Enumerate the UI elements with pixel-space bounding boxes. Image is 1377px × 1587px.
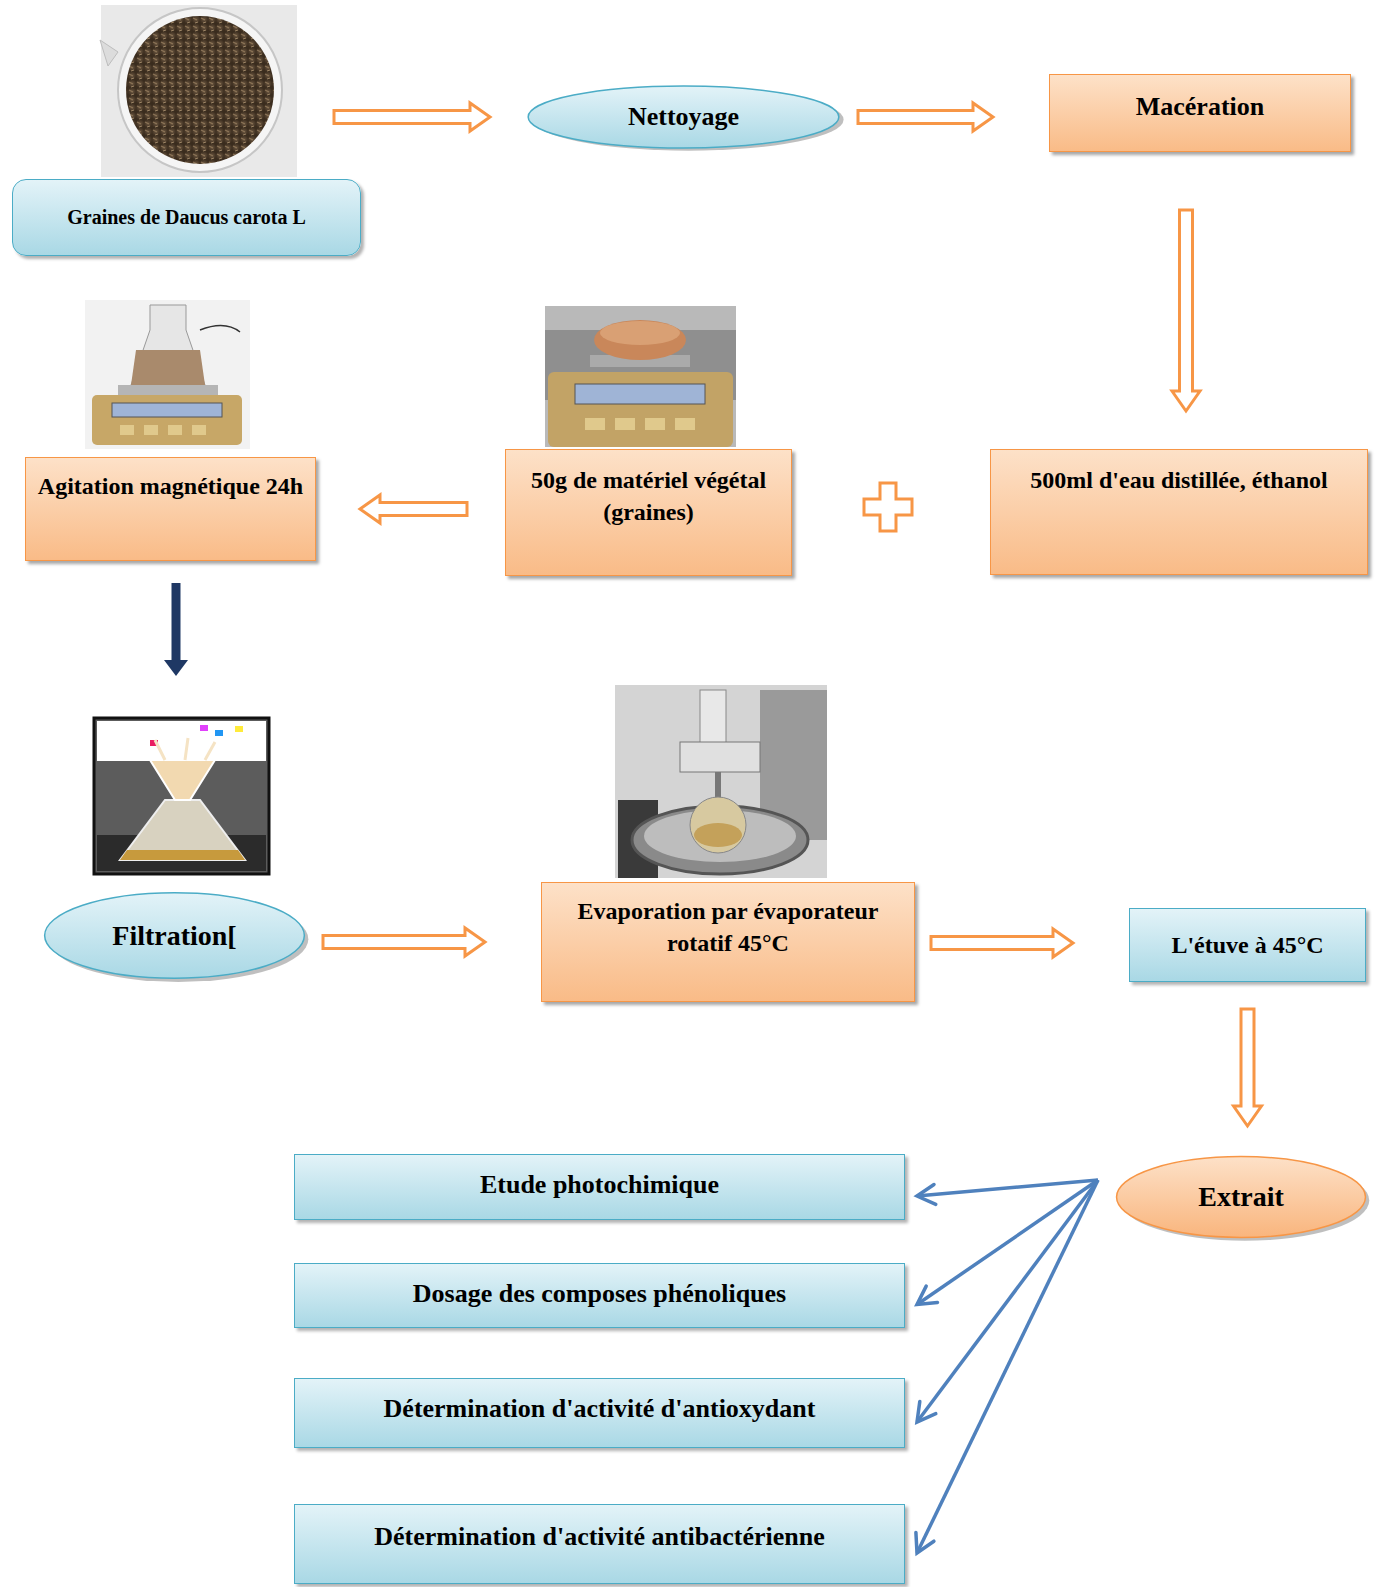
filtration-photo-part	[120, 850, 245, 860]
filtration-photo-part	[94, 718, 269, 874]
block-arrow	[1234, 1009, 1262, 1126]
node-text: Graines de Daucus carota L	[67, 204, 306, 231]
arrow-shaft	[917, 1180, 1098, 1553]
node-text: Nettoyage	[628, 99, 739, 134]
arrow-head	[917, 1402, 936, 1422]
block-arrow	[323, 928, 485, 956]
stirrer-photo-part	[85, 300, 250, 449]
scale-photo-part	[645, 418, 665, 430]
ellipse-fill	[45, 893, 305, 979]
analysis-box: Dosage des composes phénoliques	[294, 1263, 905, 1328]
stirrer-photo-part	[144, 425, 158, 435]
process-box: Evaporation par évaporateur rotatif 45°C	[541, 882, 915, 1002]
arrow-shaft	[917, 1180, 1098, 1305]
block-arrow	[858, 103, 993, 131]
arrow-head	[916, 1532, 934, 1553]
seed-photo-part	[126, 16, 274, 164]
analysis-box: Détermination d'activité d'antioxydant	[294, 1378, 905, 1448]
scale-photo	[545, 306, 736, 447]
arrow-head	[164, 660, 188, 676]
node-text: Détermination d'activité d'antioxydant	[384, 1391, 816, 1426]
filtration-photo-part	[120, 800, 245, 860]
block-arrow	[1172, 210, 1200, 411]
scale-photo-part	[594, 320, 686, 360]
stirrer-photo-part	[120, 425, 134, 435]
node-text: Extrait	[1198, 1178, 1284, 1216]
node-text: 50g de matériel végétal (graines)	[514, 464, 783, 529]
node-text: Macération	[1136, 89, 1265, 124]
arrow-shaft	[172, 583, 181, 662]
node-text: Agitation magnétique 24h	[38, 470, 303, 502]
node-text: Détermination d'activité antibactérienne	[374, 1519, 825, 1554]
stirrer-photo-part	[131, 350, 205, 385]
stirrer-photo-part	[200, 325, 240, 332]
block-arrow	[360, 495, 467, 523]
filtration-photo-part	[215, 730, 223, 736]
block-arrow	[334, 103, 490, 131]
filtration-photo	[94, 718, 269, 874]
scale-photo-part	[585, 418, 605, 430]
node-text: 500ml d'eau distillée, éthanol	[1030, 464, 1327, 496]
process-box: 500ml d'eau distillée, éthanol	[990, 449, 1368, 575]
stirrer-photo-part	[168, 425, 182, 435]
arrow-head	[917, 1286, 938, 1304]
stirrer-photo-part	[131, 305, 205, 385]
scale-photo-part	[545, 306, 736, 447]
arrow-shaft	[917, 1180, 1098, 1196]
stirrer-photo-part	[118, 385, 218, 395]
node-text: L'étuve à 45°C	[1171, 929, 1323, 961]
scale-photo-part	[615, 418, 635, 430]
seed-photo-part	[100, 40, 118, 66]
process-ellipse: Nettoyage	[525, 84, 842, 150]
analysis-box: Détermination d'activité antibactérienne	[294, 1504, 905, 1584]
plus-sign	[864, 483, 912, 531]
evaporator-photo-part	[615, 685, 827, 878]
seed-photo	[100, 5, 297, 177]
node-text: Filtration[	[112, 917, 236, 955]
filtration-photo-part	[97, 721, 266, 761]
evaporator-photo-part	[694, 823, 742, 847]
process-box: 50g de matériel végétal (graines)	[505, 449, 792, 576]
stirrer-photo-part	[112, 403, 222, 417]
evaporator-photo-part	[700, 690, 726, 745]
thin-arrow	[916, 1180, 1098, 1553]
filtration-photo-part	[235, 726, 243, 732]
process-box: Agitation magnétique 24h	[25, 457, 316, 561]
block-arrow	[931, 929, 1073, 957]
stirrer-photo-part	[92, 395, 242, 445]
evaporator-photo-part	[680, 742, 760, 772]
scale-photo-part	[675, 418, 695, 430]
filtration-photo-part	[200, 725, 208, 731]
result-ellipse: Extrait	[1114, 1154, 1368, 1240]
node-text: Dosage des composes phénoliques	[413, 1276, 786, 1311]
stirrer-photo-part	[192, 425, 206, 435]
scale-photo-part	[548, 372, 733, 447]
thin-arrow	[917, 1180, 1098, 1422]
node-text: Etude photochimique	[480, 1167, 719, 1202]
evaporator-photo-part	[690, 797, 746, 853]
scale-photo-part	[575, 384, 705, 404]
filtration-photo-part	[150, 760, 215, 800]
process-box: L'étuve à 45°C	[1129, 908, 1366, 982]
seed-photo-part	[101, 5, 297, 177]
solid-arrow	[164, 583, 188, 676]
scale-photo-part	[600, 321, 680, 345]
filtration-photo-part	[155, 738, 215, 760]
thin-arrow	[917, 1180, 1098, 1305]
process-ellipse: Filtration[	[42, 890, 307, 981]
process-box: Macération	[1049, 74, 1351, 152]
arrow-head	[917, 1185, 936, 1205]
seed-photo-part	[118, 8, 282, 172]
arrow-shaft	[917, 1180, 1098, 1422]
analysis-box: Etude photochimique	[294, 1154, 905, 1220]
seed-box: Graines de Daucus carota L	[12, 179, 361, 256]
ellipse-fill	[528, 86, 839, 148]
ellipse-fill	[1117, 1157, 1366, 1238]
evaporator-photo	[615, 685, 827, 878]
node-text: Evaporation par évaporateur rotatif 45°C	[550, 895, 906, 960]
stirrer-photo	[85, 300, 250, 449]
